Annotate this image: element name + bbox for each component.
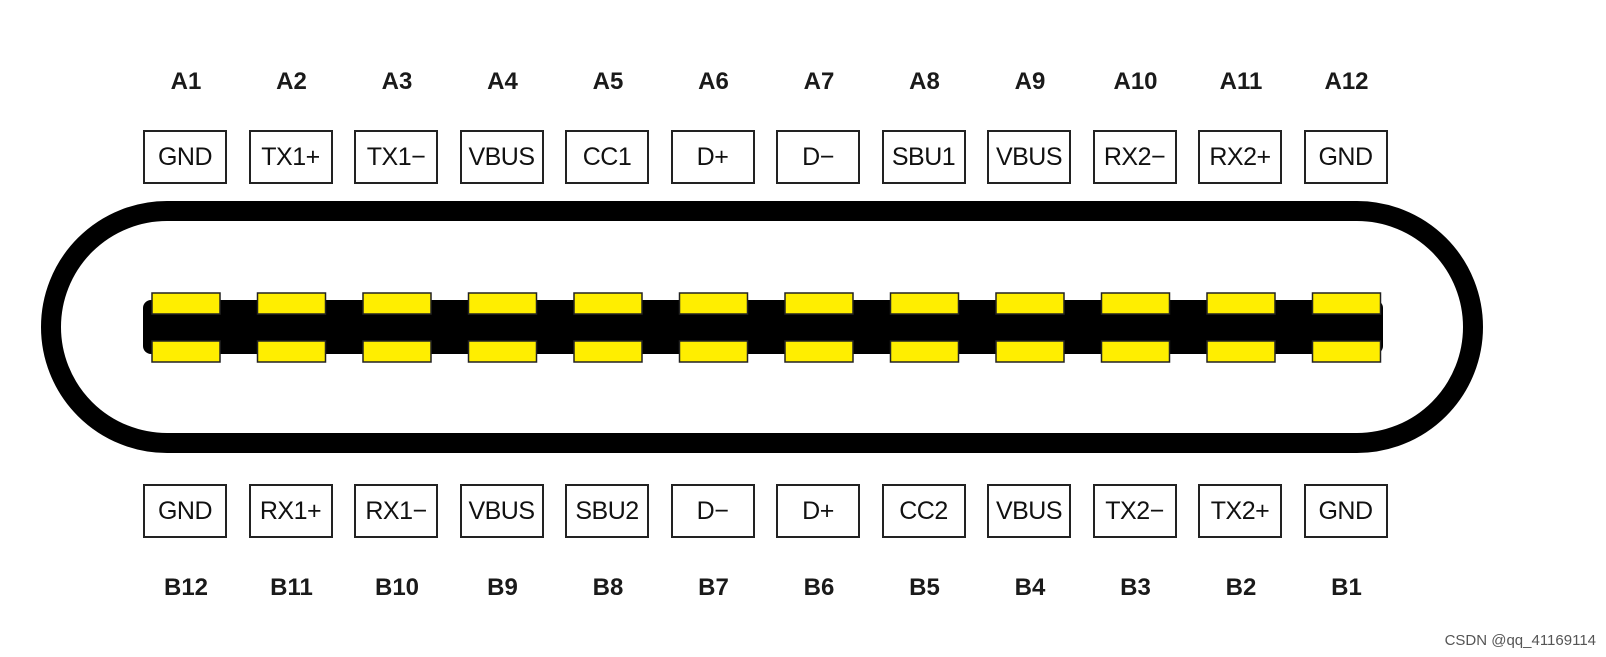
signal-box-b7: D− (670, 484, 755, 538)
pin-label-a5: A5 (592, 68, 624, 95)
contact-b12 (151, 340, 221, 363)
pin-label-a4: A4 (487, 68, 518, 95)
contact-b6 (784, 340, 854, 363)
pin-label-a2: A2 (276, 68, 307, 95)
signal-box-b8: SBU2 (565, 484, 649, 538)
connector-tongue (143, 300, 1383, 354)
contact-a2 (256, 292, 327, 315)
contact-a6 (678, 292, 749, 315)
contact-b2 (1206, 340, 1276, 363)
signal-box-b5: CC2 (881, 484, 966, 538)
signal-box-a4: VBUS (459, 130, 544, 184)
contact-a8 (889, 292, 960, 315)
pin-label-b3: B3 (1120, 574, 1151, 601)
pin-label-a9: A9 (1014, 68, 1046, 95)
signal-box-b12: GND (143, 484, 227, 538)
pin-label-b4: B4 (1014, 574, 1046, 601)
pin-label-b7: B7 (698, 574, 729, 601)
contact-a4 (467, 292, 538, 315)
pin-label-b5: B5 (909, 574, 940, 601)
pin-label-a11: A11 (1219, 68, 1263, 95)
contact-a11 (1206, 292, 1276, 315)
signal-box-a3: TX1− (354, 130, 438, 184)
signal-box-a8: SBU1 (881, 130, 966, 184)
contact-b4 (995, 340, 1065, 363)
signal-box-a9: VBUS (987, 130, 1071, 184)
pin-label-a8: A8 (909, 68, 940, 95)
contact-b9 (467, 340, 538, 363)
signal-box-a10: RX2− (1092, 130, 1177, 184)
pin-label-b8: B8 (592, 574, 624, 601)
signal-box-b10: RX1− (354, 484, 438, 538)
contact-b7 (678, 340, 749, 363)
pin-label-b2: B2 (1225, 574, 1257, 601)
signal-box-b6: D+ (776, 484, 860, 538)
contact-b3 (1100, 340, 1171, 363)
pin-label-b1: B1 (1331, 574, 1362, 601)
signal-box-b3: TX2− (1092, 484, 1177, 538)
signal-box-a7: D− (776, 130, 860, 184)
pin-label-b11: B11 (270, 574, 313, 601)
contact-a7 (784, 292, 854, 315)
signal-box-a6: D+ (670, 130, 755, 184)
signal-box-a1: GND (143, 130, 227, 184)
signal-box-b11: RX1+ (248, 484, 333, 538)
pin-label-b6: B6 (803, 574, 835, 601)
signal-box-a11: RX2+ (1198, 130, 1282, 184)
pin-label-a6: A6 (698, 68, 729, 95)
pin-label-b10: B10 (374, 574, 420, 601)
contact-b5 (889, 340, 960, 363)
contact-a5 (573, 292, 643, 315)
contact-a1 (151, 292, 221, 315)
signal-box-b4: VBUS (987, 484, 1071, 538)
contact-b11 (256, 340, 327, 363)
watermark: CSDN @qq_41169114 (1444, 632, 1596, 649)
contact-a9 (995, 292, 1065, 315)
signal-box-a2: TX1+ (248, 130, 333, 184)
signal-box-b9: VBUS (459, 484, 544, 538)
pin-label-a7: A7 (803, 68, 835, 95)
contact-a12 (1311, 292, 1382, 315)
pin-label-b12: B12 (163, 574, 209, 601)
pin-label-a3: A3 (381, 68, 413, 95)
pin-label-a10: A10 (1113, 68, 1158, 95)
signal-box-b1: GND (1303, 484, 1388, 538)
contact-b10 (362, 340, 432, 363)
pin-label-b9: B9 (487, 574, 518, 601)
signal-box-a5: CC1 (565, 130, 649, 184)
contact-a10 (1100, 292, 1171, 315)
pin-label-a12: A12 (1324, 68, 1369, 95)
contact-a3 (362, 292, 432, 315)
signal-box-b2: TX2+ (1198, 484, 1282, 538)
pin-label-a1: A1 (170, 68, 202, 95)
contact-b1 (1311, 340, 1382, 363)
signal-box-a12: GND (1303, 130, 1388, 184)
contact-b8 (573, 340, 643, 363)
